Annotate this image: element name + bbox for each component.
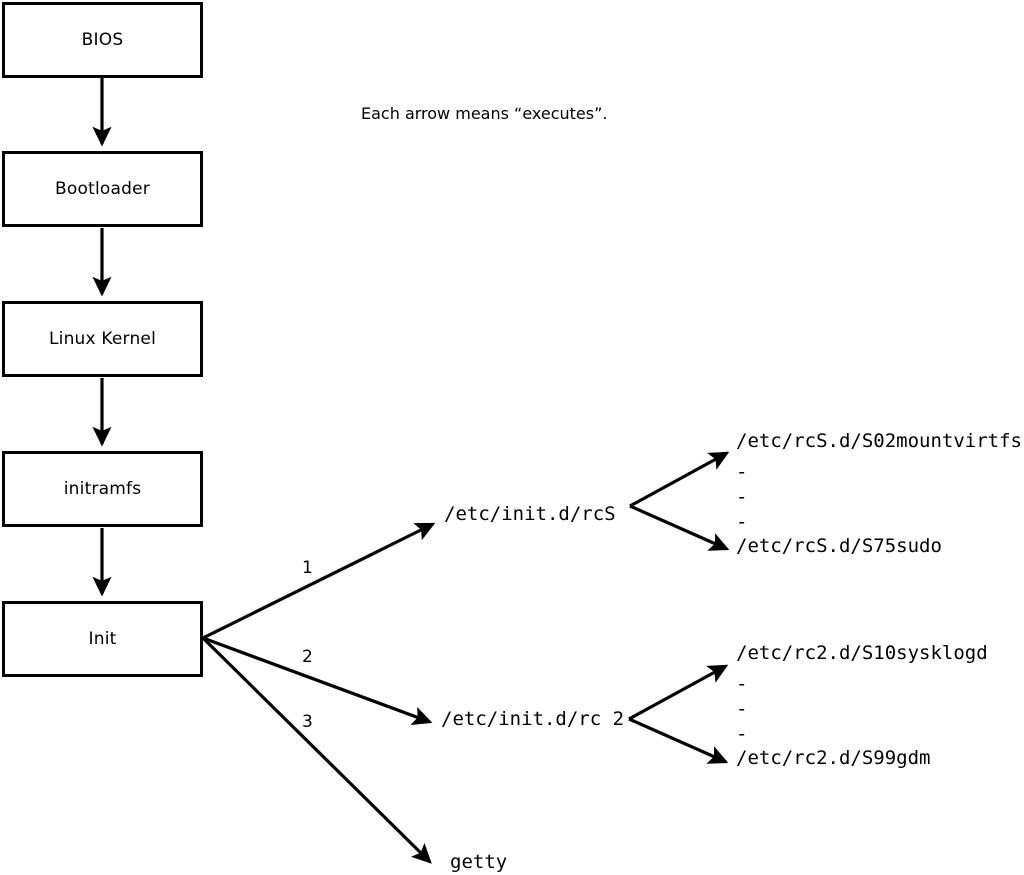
stage-box-linux-kernel: Linux Kernel: [2, 301, 203, 377]
stage-label-init: Init: [88, 629, 117, 649]
arrow-rc2-to-last-script: [628, 717, 729, 764]
ellipsis-dash-rc2d-1: -: [736, 673, 748, 695]
stage-label-bios: BIOS: [81, 30, 124, 50]
edge-number-2: 2: [302, 647, 313, 667]
ellipsis-dash-rc2d-3: -: [736, 723, 748, 745]
arrow-init-to-rcs: [202, 522, 436, 640]
edge-number-1: 1: [302, 558, 313, 578]
ellipsis-dash-rcsd-1: -: [736, 461, 748, 483]
node-label-init-d-rc2: /etc/init.d/rc 2: [441, 708, 625, 730]
node-label-rcsd-first: /etc/rcS.d/S02mountvirtfs: [736, 430, 1022, 452]
arrow-rcs-to-last-script: [629, 504, 730, 551]
node-label-getty: getty: [450, 851, 508, 873]
arrow-rc2-to-first-script: [628, 664, 729, 721]
node-label-rc2d-first: /etc/rc2.d/S10sysklogd: [736, 642, 988, 664]
edge-number-3: 3: [302, 712, 313, 732]
node-label-rcsd-last: /etc/rcS.d/S75sudo: [736, 535, 942, 557]
stage-box-initramfs: initramfs: [2, 451, 203, 527]
stage-label-bootloader: Bootloader: [55, 179, 150, 199]
stage-label-linux-kernel: Linux Kernel: [48, 329, 156, 349]
ellipsis-dash-rcsd-3: -: [736, 511, 748, 533]
stage-box-bios: BIOS: [2, 2, 203, 78]
stage-box-bootloader: Bootloader: [2, 151, 203, 227]
arrow-init-to-rc2: [202, 636, 433, 726]
node-label-rc2d-last: /etc/rc2.d/S99gdm: [736, 747, 931, 769]
arrow-init-to-getty: [201, 636, 432, 864]
stage-box-init: Init: [2, 601, 203, 677]
node-label-init-d-rcs: /etc/init.d/rcS: [444, 503, 616, 525]
stage-label-initramfs: initramfs: [63, 479, 142, 499]
diagram-caption: Each arrow means “executes”.: [361, 104, 608, 123]
arrow-rcs-to-first-script: [629, 451, 730, 508]
ellipsis-dash-rcsd-2: -: [736, 486, 748, 508]
ellipsis-dash-rc2d-2: -: [736, 698, 748, 720]
